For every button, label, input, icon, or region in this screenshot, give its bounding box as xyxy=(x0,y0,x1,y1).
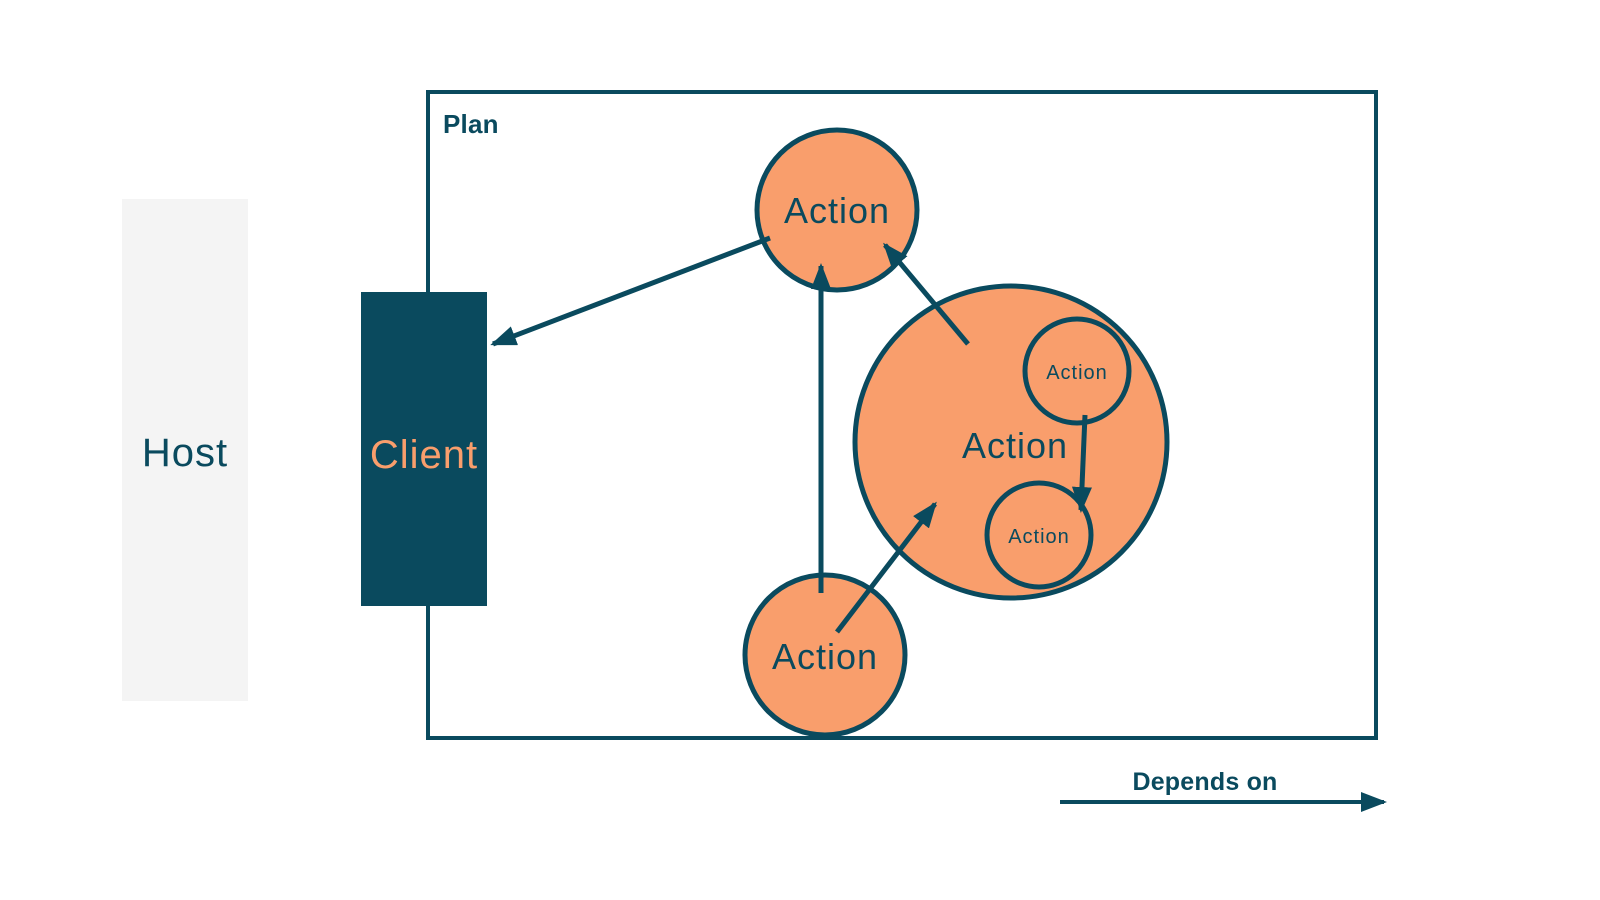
action-sub-top-node xyxy=(1022,316,1132,426)
action-top-label: Action xyxy=(784,190,890,231)
action-sub-bottom-label: Action xyxy=(1008,526,1070,548)
plan-label: Plan xyxy=(443,109,499,139)
action-bottom-label: Action xyxy=(772,636,878,677)
host-box xyxy=(122,199,248,701)
action-bottom-node xyxy=(742,572,908,738)
edge-action-group-to-action-top xyxy=(883,242,970,346)
action-top-node xyxy=(754,127,920,293)
edge-action-top-to-client xyxy=(490,235,771,347)
action-sub-bottom-node xyxy=(984,480,1094,590)
host-label: Host xyxy=(142,431,228,475)
client-box xyxy=(361,292,487,606)
legend-label: Depends on xyxy=(1132,768,1277,796)
edge-action-sub-top-to-action-sub-bottom xyxy=(1071,414,1092,513)
action-group-label: Action xyxy=(962,425,1068,466)
action-sub-top-label: Action xyxy=(1046,362,1108,384)
edge-action-bottom-to-action-group xyxy=(835,501,937,634)
client-label: Client xyxy=(370,433,478,477)
